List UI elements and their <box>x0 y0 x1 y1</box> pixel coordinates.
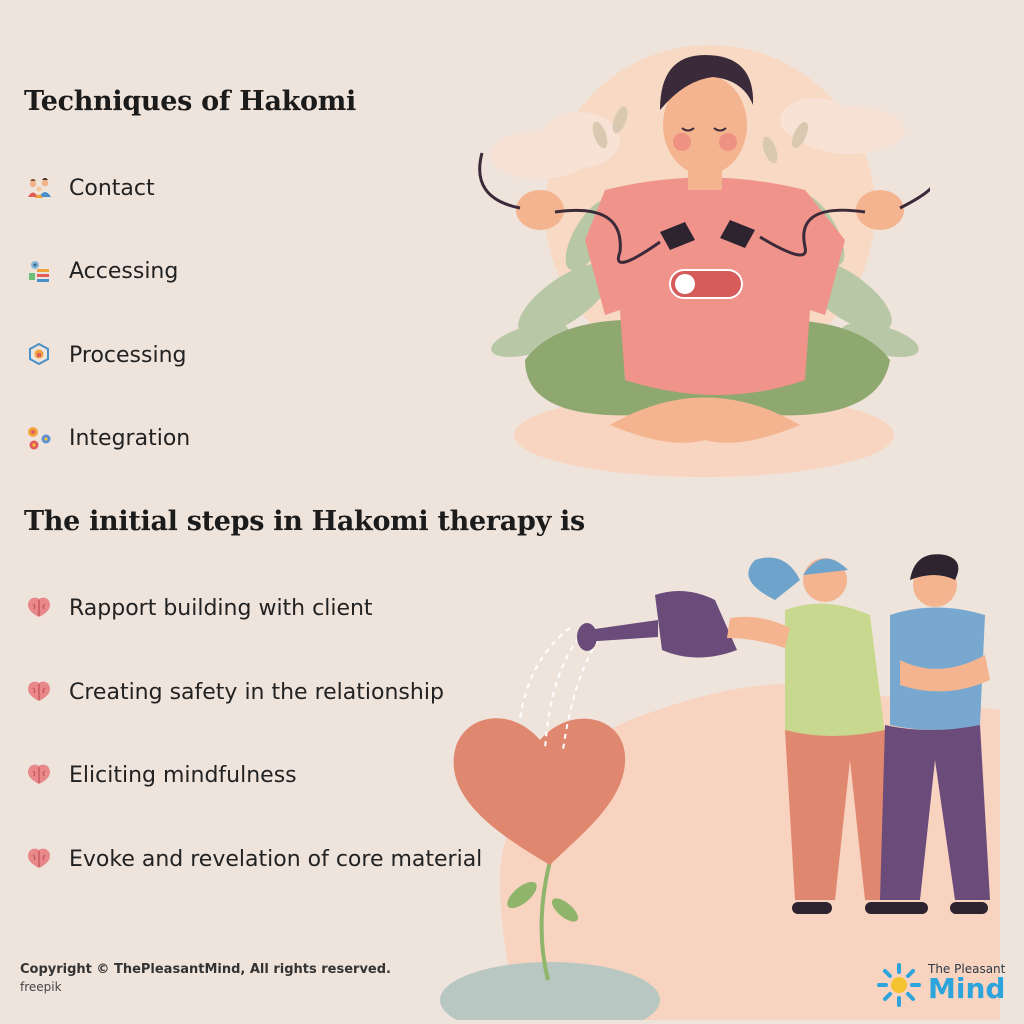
brand-name-big: Mind <box>928 972 1006 1005</box>
plug-right <box>720 220 755 248</box>
watering-can <box>655 591 737 658</box>
list-item-label: Creating safety in the relationship <box>69 679 444 705</box>
left-hand <box>516 190 564 230</box>
right-hand <box>856 190 904 230</box>
list-item-label: Evoke and revelation of core material <box>69 846 483 872</box>
sun-logo-icon <box>877 963 921 1007</box>
man-hair <box>910 554 959 580</box>
section2-title: The initial steps in Hakomi therapy is <box>24 506 585 537</box>
woman-pants <box>785 730 900 900</box>
list-item-label: Rapport building with client <box>69 595 373 621</box>
man-pants <box>880 725 990 900</box>
processing-shield-icon <box>29 342 49 366</box>
puzzle-flower-icon <box>28 427 51 450</box>
list-item-core-material: Evoke and revelation of core material <box>24 841 482 877</box>
credit-text: freepik <box>20 980 62 994</box>
list-item-processing: Processing <box>24 337 186 373</box>
list-item-mindfulness: Eliciting mindfulness <box>24 757 297 793</box>
brand-name-small: The Pleasant <box>928 962 1006 976</box>
list-item-label: Accessing <box>69 258 179 284</box>
list-item-label: Eliciting mindfulness <box>69 762 297 788</box>
branches <box>592 106 809 164</box>
brand-logo: The Pleasant Mind <box>876 960 1012 1010</box>
man-shirt <box>890 607 985 730</box>
list-item-contact: Contact <box>24 170 155 206</box>
brain-icon <box>28 681 50 701</box>
list-item-safety: Creating safety in the relationship <box>24 674 444 710</box>
list-item-accessing: Accessing <box>24 253 178 289</box>
list-item-label: Contact <box>69 175 155 201</box>
brain-icon <box>28 764 50 784</box>
copyright-text: Copyright © ThePleasantMind, All rights … <box>20 962 391 977</box>
list-item-label: Integration <box>69 425 191 451</box>
woman-shirt <box>785 603 885 743</box>
brain-icon <box>28 597 50 617</box>
list-item-integration: Integration <box>24 420 190 456</box>
brain-document-icon <box>29 261 49 282</box>
hair <box>660 55 754 110</box>
meditation-illustration <box>478 45 930 477</box>
heart <box>453 718 626 865</box>
brain-icon <box>28 848 50 868</box>
list-item-label: Processing <box>69 342 187 368</box>
feet <box>610 397 800 443</box>
heart-watering-illustration <box>440 554 1000 1020</box>
people-icon <box>28 178 51 198</box>
ground-mound <box>440 962 660 1020</box>
list-item-rapport: Rapport building with client <box>24 590 373 626</box>
section1-title: Techniques of Hakomi <box>24 86 356 117</box>
plug-left <box>660 222 695 250</box>
woman-hair <box>748 557 800 600</box>
